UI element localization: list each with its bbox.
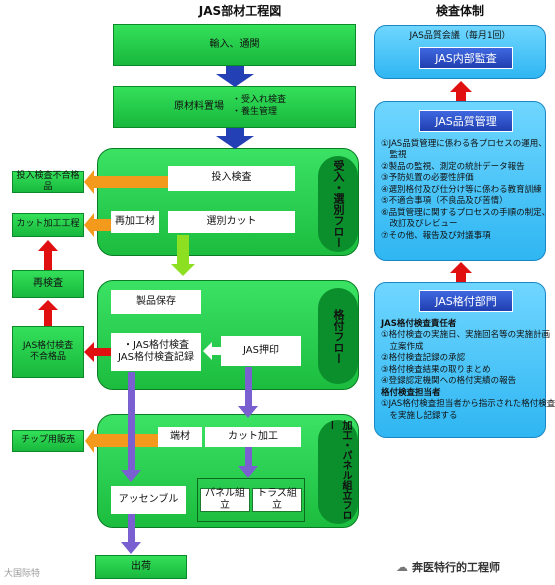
- quality-control-label: JAS品質管理: [435, 115, 497, 128]
- left-arrow-icon: [84, 342, 111, 362]
- quality-item: ②製品の監視、測定の統計データ報告: [381, 161, 525, 172]
- flow-chart-title: JAS部材工程図: [198, 4, 282, 18]
- storage-items: ・受入れ検査 ・養生管理: [232, 95, 286, 118]
- grading-flow-label: 格付フロー: [332, 308, 345, 364]
- jas-stamp-label: JAS押印: [243, 344, 279, 356]
- down-arrow-icon: [171, 235, 195, 276]
- accept-inspection-label: 投入検査: [211, 172, 252, 184]
- accept-flow-label: 受入・選別フロー: [332, 160, 345, 248]
- assembly-subframe: [197, 478, 305, 522]
- receiving-box: 輸入、通関: [113, 24, 356, 66]
- offcuts-label: 端材: [170, 430, 190, 442]
- rework-label: 再加工材: [115, 215, 155, 227]
- rework-box: 再加工材: [111, 211, 159, 233]
- grading-record-box: ・JAS格付検査 JAS格付検査記録: [111, 333, 201, 371]
- grading-dept-list: JAS格付検査責任者 ①格付検査の実施日、実施回名等の実施計画 立案作成 ②格付…: [381, 319, 555, 422]
- offcuts-box: 端材: [158, 427, 202, 447]
- grading-dept-label: JAS格付部門: [435, 295, 497, 308]
- watermark-right-label: 奔医特行的工程师: [412, 561, 500, 574]
- quality-meeting-title: JAS品質会議（毎月1回）: [409, 31, 511, 41]
- left-arrow-icon: [203, 342, 221, 360]
- product-storage-box: 製品保存: [111, 290, 201, 314]
- reject-input-label: 投入検査不合格品: [16, 170, 80, 192]
- cut-process-side-box: カット加工工程: [12, 213, 84, 237]
- watermark-right: ☁ 奔医特行的工程师: [396, 556, 548, 578]
- process-flow-oval: [318, 420, 358, 524]
- chip-sales-label: チップ用販売: [20, 435, 75, 446]
- left-arrow-icon: [85, 429, 158, 453]
- assembly-label: アッセンブル: [118, 493, 179, 505]
- quality-item: ⑥品質管理に関するプロセスの手順の制定、: [381, 207, 551, 218]
- selective-cut-label: 選別カット: [206, 215, 257, 227]
- up-arrow-icon: [450, 81, 472, 101]
- shipping-box: 出荷: [95, 555, 187, 579]
- down-arrow-icon: [238, 367, 258, 418]
- truss-assembly-box: トラス組立: [252, 488, 302, 512]
- quality-item: 改訂及びレビュー: [381, 219, 458, 230]
- storage-label: 原材料置場: [174, 100, 224, 112]
- down-arrow-icon: [121, 372, 141, 482]
- quality-item: ③予防処置の必要性評価: [381, 173, 474, 184]
- wechat-icon: ☁: [396, 560, 408, 574]
- panel-assembly-label: パネル組立: [205, 487, 245, 512]
- up-arrow-icon: [38, 240, 58, 270]
- grading-flow-oval: [318, 288, 358, 384]
- resp-heading: JAS格付検査責任者: [381, 319, 457, 329]
- reinspection-box: 再検査: [12, 270, 84, 298]
- accept-flow-oval: [318, 156, 358, 252]
- quality-item: 監視: [381, 150, 407, 161]
- quality-item: ④選別格付及び仕分け等に係わる教育訓練: [381, 184, 542, 195]
- assembly-box: アッセンブル: [111, 486, 186, 514]
- left-arrow-icon: [84, 170, 168, 194]
- reinspection-label: 再検査: [33, 277, 63, 289]
- storage-item: ・養生管理: [232, 107, 278, 117]
- accept-inspection-box: 投入検査: [168, 166, 295, 191]
- resp-item: ②格付検査記録の承認: [381, 353, 466, 364]
- down-arrow-icon: [238, 447, 258, 478]
- process-flow-label: 加工・パネル組立フロー: [325, 420, 351, 520]
- resp-item: ③格付検査結果の取りまとめ: [381, 364, 491, 375]
- grading-dept-box: JAS格付部門: [419, 290, 513, 312]
- internal-audit-box: JAS内部監査: [419, 47, 513, 69]
- selective-cut-box: 選別カット: [168, 211, 295, 233]
- jas-stamp-box: JAS押印: [221, 336, 301, 366]
- staff-heading: 格付検査担当者: [381, 387, 441, 398]
- resp-item: ④登録認定機関への格付実績の報告: [381, 376, 517, 387]
- grading-record-line: ・JAS格付検査: [123, 339, 189, 351]
- quality-control-list: ①JAS品質管理に係わる各プロセスの運用、 監視 ②製品の監視、測定の統計データ…: [381, 139, 551, 242]
- down-arrow-icon: [121, 514, 141, 554]
- down-arrow-icon: [216, 66, 254, 87]
- reject-jas-label: JAS格付検査 不合格品: [22, 340, 74, 362]
- quality-item: ⑤不適合事項（不良品及び苦情）: [381, 196, 508, 207]
- reject-input-box: 投入検査不合格品: [12, 171, 84, 193]
- quality-item: ⑦その他、報告及び対議事項: [381, 230, 491, 241]
- panel-assembly-box: パネル組立: [200, 488, 250, 512]
- cut-process-side-label: カット加工工程: [16, 219, 80, 230]
- inspection-system-title: 検査体制: [435, 4, 484, 18]
- cut-process-box: カット加工: [205, 427, 301, 447]
- resp-item: ①格付検査の実施日、実施回名等の実施計画: [381, 330, 551, 341]
- grading-record-line: JAS格付検査記録: [118, 352, 194, 363]
- truss-assembly-label: トラス組立: [257, 487, 297, 512]
- staff-item: ①JAS格付検査担当者から指示された格付検査: [381, 399, 555, 410]
- down-arrow-icon: [216, 128, 254, 149]
- reject-jas-box: JAS格付検査 不合格品: [12, 326, 84, 378]
- up-arrow-icon: [38, 300, 58, 326]
- staff-item: を実施し記録する: [381, 410, 458, 421]
- internal-audit-label: JAS内部監査: [435, 52, 497, 65]
- up-arrow-icon: [450, 262, 472, 282]
- cut-process-label: カット加工: [228, 430, 278, 442]
- product-storage-label: 製品保存: [136, 295, 176, 307]
- storage-item: ・受入れ検査: [232, 95, 287, 106]
- receiving-label: 輸入、通関: [209, 38, 260, 50]
- shipping-label: 出荷: [131, 560, 151, 572]
- quality-item: ①JAS品質管理に係わる各プロセスの運用、: [381, 139, 547, 149]
- left-arrow-icon: [84, 213, 111, 237]
- chip-sales-box: チップ用販売: [12, 430, 84, 452]
- resp-item: 立案作成: [381, 341, 424, 352]
- quality-control-box: JAS品質管理: [419, 110, 513, 132]
- watermark-left: 大国际特: [4, 569, 41, 579]
